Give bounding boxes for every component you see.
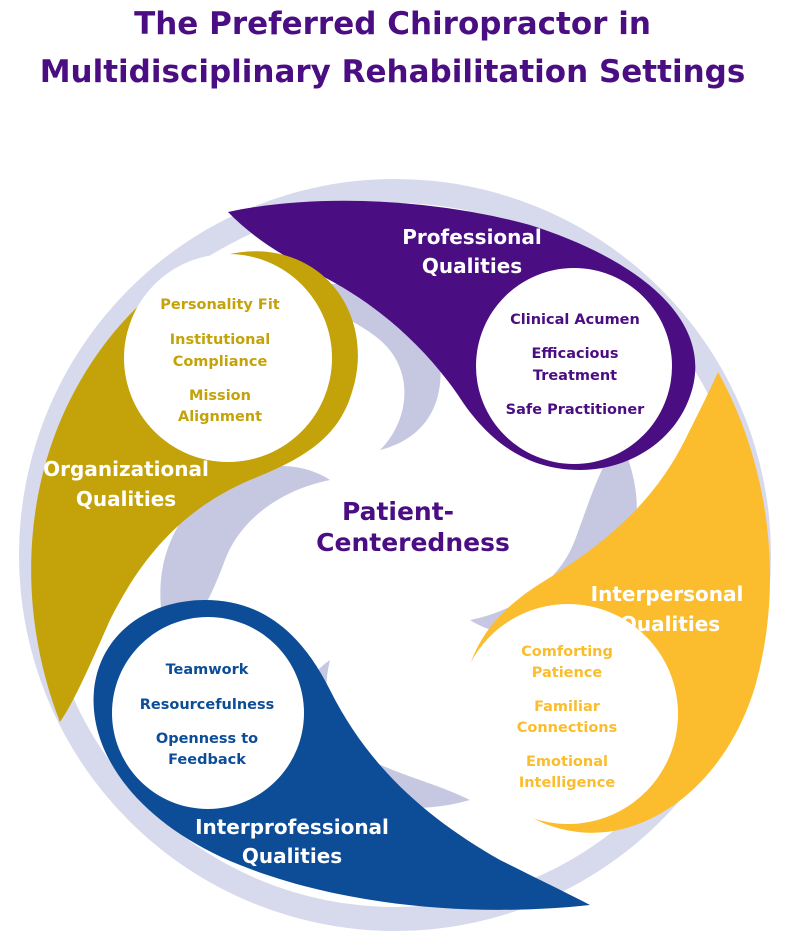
professional-item-2-line-2: Treatment xyxy=(533,368,617,384)
interpersonal-item-3-line-2: Intelligence xyxy=(519,775,616,791)
inner-circle-organizational xyxy=(124,254,332,462)
inner-circle-professional xyxy=(476,268,672,464)
interprofessional-item-3-line-2: Feedback xyxy=(168,752,246,768)
interprofessional-item-1-line-1: Teamwork xyxy=(166,662,249,678)
title-line-1: The Preferred Chiropractor in xyxy=(134,6,651,42)
title-line-2: Multidisciplinary Rehabilitation Setting… xyxy=(39,54,746,90)
interpersonal-item-1-line-1: Comforting xyxy=(521,644,613,660)
organizational-item-3-line-1: Mission xyxy=(189,388,251,404)
interprofessional-item-3-line-1: Openness to xyxy=(156,731,258,747)
organizational-item-2-line-1: Institutional xyxy=(170,332,270,348)
professional-label-line-1: Professional xyxy=(402,225,542,249)
items-organizational-qualities: Personality FitInstitutionalComplianceMi… xyxy=(160,297,280,425)
center-line-1: Patient- xyxy=(342,497,454,526)
interprofessional-label-line-2: Qualities xyxy=(242,844,342,868)
interpersonal-item-2-line-2: Connections xyxy=(517,720,618,736)
interprofessional-item-2-line-1: Resourcefulness xyxy=(140,697,275,713)
interpersonal-item-1-line-2: Patience xyxy=(532,665,603,681)
interpersonal-item-3-line-1: Emotional xyxy=(526,754,608,770)
items-professional-qualities: Clinical AcumenEfficaciousTreatmentSafe … xyxy=(506,312,645,418)
professional-item-1-line-1: Clinical Acumen xyxy=(510,312,640,328)
professional-item-2-line-1: Efficacious xyxy=(532,346,619,362)
professional-item-3-line-1: Safe Practitioner xyxy=(506,402,645,418)
organizational-label-line-2: Qualities xyxy=(76,487,176,511)
professional-label-line-2: Qualities xyxy=(422,254,522,278)
items-interpersonal-qualities: ComfortingPatienceFamiliarConnectionsEmo… xyxy=(517,644,618,791)
organizational-item-2-line-2: Compliance xyxy=(173,354,268,370)
center-label: Patient-Centeredness xyxy=(316,497,510,557)
interpersonal-label-line-2: Qualities xyxy=(620,612,720,636)
interprofessional-label-line-1: Interprofessional xyxy=(195,815,389,839)
inner-circle-interprofessional xyxy=(112,617,304,809)
interpersonal-item-2-line-1: Familiar xyxy=(534,699,601,715)
interpersonal-label-line-1: Interpersonal xyxy=(591,582,744,606)
organizational-label-line-1: Organizational xyxy=(43,457,209,481)
inner-circle-interpersonal xyxy=(458,604,678,824)
diagram-title: The Preferred Chiropractor in Multidisci… xyxy=(0,0,785,96)
organizational-item-1-line-1: Personality Fit xyxy=(160,297,280,313)
organizational-item-3-line-2: Alignment xyxy=(178,409,262,425)
center-line-2: Centeredness xyxy=(316,528,510,557)
